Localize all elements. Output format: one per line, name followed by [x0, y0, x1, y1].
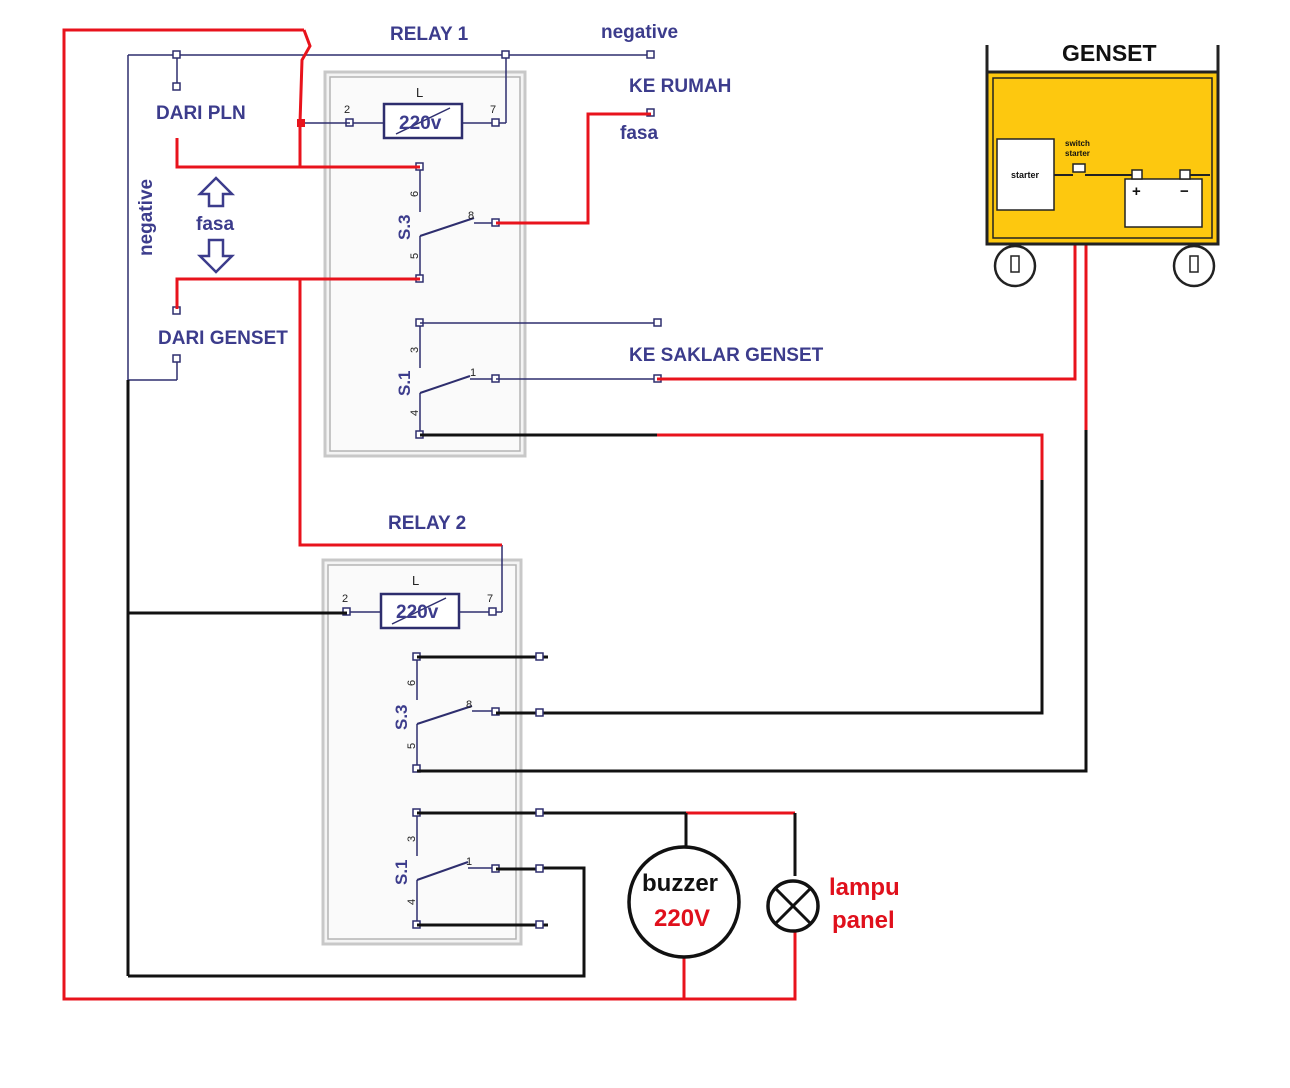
negative-terminal — [646, 50, 655, 59]
labels: negative KE RUMAH fasa DARI PLN fasa neg… — [136, 22, 824, 366]
relay-2-terminal-5 — [412, 764, 421, 773]
buzzer: buzzer 220V — [627, 845, 741, 959]
relay-1-terminal-7 — [491, 118, 500, 127]
switch-starter-icon — [1072, 163, 1086, 173]
relay-2-coil-letter: L — [412, 573, 419, 588]
relay-1-s3-pin-6: 6 — [409, 191, 421, 197]
starter-box — [996, 138, 1055, 211]
relay-2-s1-label: S.1 — [392, 859, 411, 885]
relay-2-s3-pin-6: 6 — [406, 680, 418, 686]
relay-2-s1-pin-1: 1 — [466, 856, 472, 868]
relay-1-s3-pin-8: 8 — [468, 210, 474, 222]
relay-2-s3-pin-5: 5 — [406, 743, 418, 749]
relay-2-pin-2: 2 — [342, 593, 348, 605]
relay-1-s1-3-out — [653, 318, 662, 327]
red-phase-wires — [62, 28, 1088, 1001]
buzzer-circle — [627, 845, 741, 959]
relay-2-s1-pin-4: 4 — [406, 899, 418, 905]
arrow-up-icon — [196, 176, 236, 208]
relay-1-pin-2: 2 — [344, 104, 350, 116]
genset: GENSET starter switch starter + − — [985, 40, 1220, 288]
relay-1-coil-letter: L — [416, 85, 423, 100]
relay-1-s1-label: S.1 — [395, 370, 414, 396]
relay-1-title: RELAY 1 — [390, 24, 469, 45]
buzzer-voltage: 220V — [654, 905, 710, 932]
label-ke-rumah: KE RUMAH — [629, 76, 731, 97]
arrow-down-icon — [196, 238, 236, 274]
lamp-label-1: lampu — [829, 874, 900, 901]
fasa-arrows — [196, 176, 236, 274]
relay-1-inner — [329, 76, 521, 452]
label-ke-saklar-genset: KE SAKLAR GENSET — [629, 345, 824, 366]
relay-2-terminal-7 — [488, 607, 497, 616]
label-dari-pln: DARI PLN — [156, 103, 246, 124]
relay-1-s1-pin-3: 3 — [409, 347, 421, 353]
relay-2-s1-pin-3: 3 — [406, 836, 418, 842]
genset-title: GENSET — [1062, 40, 1157, 66]
relay-2-coil-voltage: 220v — [396, 602, 439, 623]
relay-1-s1-contact — [419, 375, 471, 394]
relay-2-coil-slash — [391, 597, 447, 625]
relay-1-s3-contact — [419, 217, 475, 237]
buzzer-label: buzzer — [642, 870, 718, 897]
battery-icon — [1124, 178, 1203, 228]
relay-1-pin-7: 7 — [490, 104, 496, 116]
relay-2-pin-7: 7 — [487, 593, 493, 605]
lamp-label-2: panel — [832, 907, 895, 934]
starter-label: starter — [1011, 170, 1040, 180]
label-fasa-right: fasa — [620, 123, 658, 144]
relay-1-s1-pin-1: 1 — [470, 367, 476, 379]
battery-minus: − — [1180, 183, 1189, 200]
relay-2-title: RELAY 2 — [388, 513, 466, 534]
relay-2-s3-label: S.3 — [392, 704, 411, 730]
label-fasa-left: fasa — [196, 214, 234, 235]
relay-2: RELAY 2 220v L 2 7 S.3 6 5 8 S.1 3 4 1 — [321, 513, 523, 946]
relay-1-s3-pin-5: 5 — [409, 253, 421, 259]
label-dari-genset: DARI GENSET — [158, 328, 288, 349]
battery-plus: + — [1132, 183, 1141, 200]
black-neutral-wires — [126, 380, 1088, 978]
label-negative-top: negative — [601, 22, 678, 43]
relay-2-s3-pin-8: 8 — [466, 699, 472, 711]
relay-1-s3-label: S.3 — [395, 214, 414, 240]
switch-label-2: starter — [1065, 149, 1090, 158]
label-negative-left: negative — [136, 179, 157, 256]
switch-label-1: switch — [1065, 139, 1090, 148]
relay-2-s1-contact — [416, 861, 469, 881]
relay-1-coil-slash — [395, 107, 451, 135]
panel-lamp: lampu panel — [766, 874, 900, 934]
relay-1-s1-pin-4: 4 — [409, 410, 421, 416]
relay-2-s3-contact — [416, 705, 473, 725]
relay-1: RELAY 1 220v L 2 7 S.3 6 5 8 S.1 3 4 1 — [323, 24, 527, 458]
relay-1-coil-voltage: 220v — [399, 113, 442, 134]
